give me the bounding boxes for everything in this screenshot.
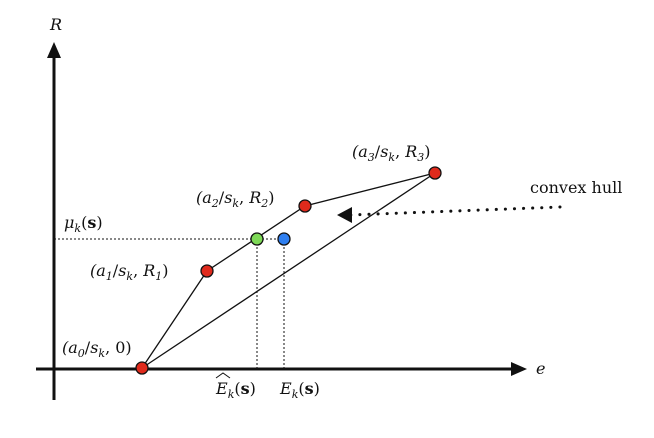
y-axis-label: R bbox=[49, 15, 62, 34]
expected-point-marker bbox=[277, 232, 291, 246]
x-axis-label: e bbox=[536, 359, 545, 378]
convex-hull-pointer bbox=[348, 205, 562, 217]
label-a0: (a0/sk, 0) bbox=[62, 338, 132, 360]
label-a2: (a2/sk, R2) bbox=[196, 188, 275, 210]
convex-hull-label: convex hull bbox=[530, 178, 622, 197]
mu-label: μk(s) bbox=[64, 213, 103, 235]
point-a1 bbox=[200, 264, 214, 278]
e-label: Ek(s) bbox=[279, 379, 320, 401]
lower-hull-edge bbox=[141, 172, 436, 369]
label-a3: (a3/sk, R3) bbox=[352, 142, 431, 164]
convex-hull-pointer-head bbox=[337, 207, 352, 223]
point-a2 bbox=[298, 199, 312, 213]
point-a0 bbox=[135, 361, 149, 375]
hat-e-wide-hat bbox=[215, 372, 231, 379]
hat-e-label: Ek(s) bbox=[215, 379, 256, 401]
x-axis-arrowhead bbox=[511, 362, 527, 376]
label-a1: (a1/sk, R1) bbox=[90, 261, 169, 283]
y-axis-arrowhead bbox=[47, 42, 61, 58]
point-a3 bbox=[428, 166, 442, 180]
hull-point-marker bbox=[250, 232, 264, 246]
